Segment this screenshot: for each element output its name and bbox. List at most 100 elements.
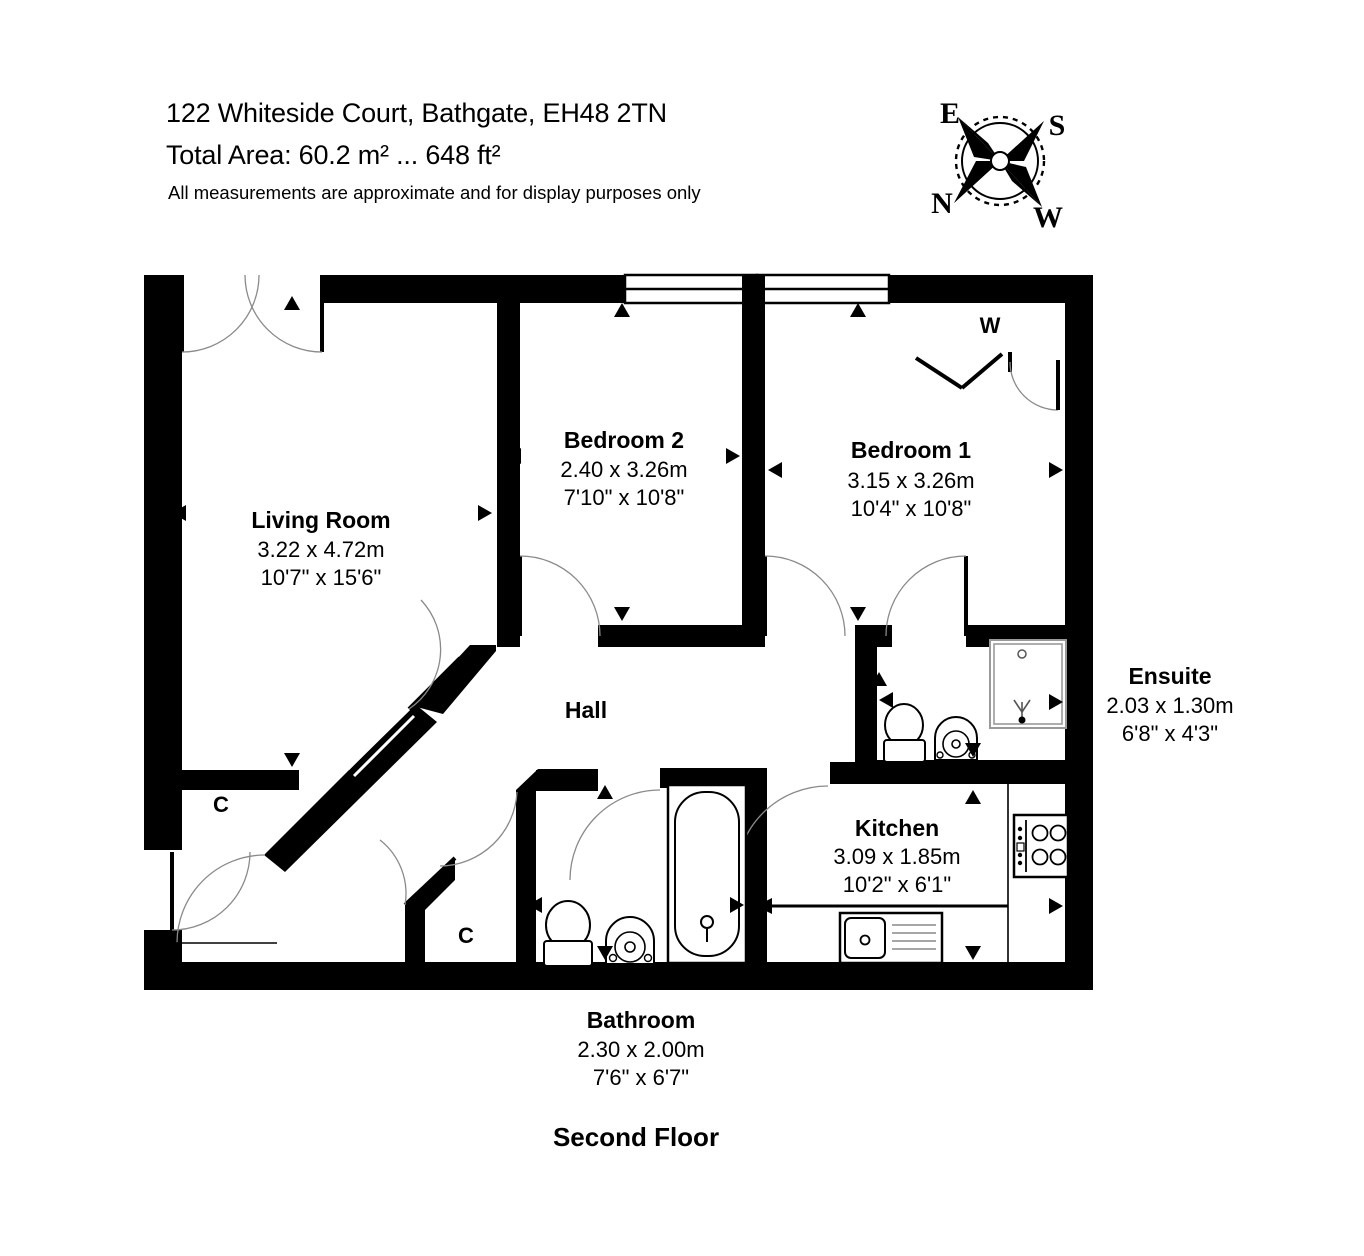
wall-cupboard-center-left	[405, 905, 425, 967]
label-ensuite-name: Ensuite	[1128, 663, 1211, 689]
fixture-bath	[666, 783, 748, 965]
label-wardrobe: W	[980, 313, 1001, 338]
arrow-bath-right	[730, 897, 744, 913]
arrow-bed2-right	[726, 448, 740, 464]
arrow-living-right	[478, 505, 492, 521]
floor-title: Second Floor	[553, 1122, 719, 1152]
wall-angled-hall-lower	[264, 704, 437, 872]
wall-bath-angled-top	[516, 769, 598, 791]
dimension-arrow-markers	[172, 296, 1063, 960]
label-cupboard-center: C	[458, 923, 474, 948]
fixture-shower	[989, 639, 1067, 729]
compass-label-s: S	[1049, 109, 1066, 142]
door-bedroom-1-entry	[1008, 352, 1060, 411]
label-kitchen-imperial: 10'2" x 6'1"	[843, 872, 951, 897]
label-bathroom-metric: 2.30 x 2.00m	[577, 1037, 704, 1062]
arrow-bath-left	[528, 897, 542, 913]
fixture-hob	[1012, 813, 1070, 879]
arrow-kitchen-right	[1049, 898, 1063, 914]
window-bedroom-1	[755, 273, 891, 305]
fixtures	[543, 639, 1070, 967]
total-area-text: Total Area: 60.2 m² ... 648 ft²	[166, 140, 501, 170]
label-living-room-name: Living Room	[251, 507, 390, 533]
arrow-bed1-bottom	[850, 607, 866, 621]
window-angled-living	[346, 707, 416, 778]
wall-bottom	[144, 962, 1093, 990]
door-wardrobe-bifold	[914, 352, 1004, 390]
arrow-bath-top	[597, 785, 613, 799]
label-cupboard-left: C	[213, 792, 229, 817]
door-bathroom	[569, 789, 661, 881]
arrow-bed1-top	[850, 303, 866, 317]
arrow-kitchen-top	[965, 790, 981, 804]
fixture-wc-ensuite	[883, 703, 926, 763]
compass-star-icon	[954, 117, 1044, 207]
label-bedroom-1-metric: 3.15 x 3.26m	[847, 468, 974, 493]
wall-cupboard-center-right	[516, 790, 536, 967]
arrow-bed2-left	[507, 448, 521, 464]
arrow-bed1-right	[1049, 462, 1063, 478]
arrow-living-left	[172, 505, 186, 521]
wall-angled-living-hall	[413, 645, 496, 714]
arrow-bed2-top	[614, 303, 630, 317]
label-bathroom-name: Bathroom	[587, 1007, 696, 1033]
door-ensuite	[885, 555, 968, 637]
wall-bathroom-top	[660, 768, 767, 788]
wall-bathroom-right	[745, 768, 767, 967]
wall-bed2-bed1	[742, 275, 765, 647]
fixture-basin-bathroom	[605, 916, 655, 965]
label-bathroom-imperial: 7'6" x 6'7"	[593, 1065, 689, 1090]
compass-dashed-ring	[954, 115, 1046, 207]
label-kitchen-metric: 3.09 x 1.85m	[833, 844, 960, 869]
door-living-room-hall	[407, 599, 462, 711]
label-bedroom-2-imperial: 7'10" x 10'8"	[564, 485, 685, 510]
compass-label-e: E	[940, 97, 960, 130]
compass-rose: E S N W	[920, 95, 1080, 235]
arrow-bed1-left	[768, 462, 782, 478]
door-entry	[170, 851, 251, 931]
wall-ensuite-left	[855, 625, 877, 780]
arrow-kitchen-width	[756, 898, 1008, 914]
label-bedroom-1-imperial: 10'4" x 10'8"	[851, 496, 972, 521]
arrow-ensuite-bottom	[965, 743, 981, 757]
wall-ensuite-right	[1065, 625, 1093, 785]
compass-ring	[961, 122, 1039, 200]
compass-label-n: N	[931, 187, 953, 220]
door-bedroom-2	[518, 555, 601, 637]
property-address: 122 Whiteside Court, Bathgate, EH48 2TN	[166, 98, 667, 128]
label-bedroom-2-name: Bedroom 2	[564, 427, 684, 453]
arrow-living-bottom	[284, 753, 300, 767]
wall-cupboard-left-top	[172, 770, 299, 790]
arrow-ensuite-left	[879, 692, 893, 708]
label-ensuite-metric: 2.03 x 1.30m	[1106, 693, 1233, 718]
arrow-ensuite-top	[871, 672, 887, 686]
measurement-disclaimer: All measurements are approximate and for…	[168, 182, 701, 203]
label-bedroom-2-metric: 2.40 x 3.26m	[560, 457, 687, 482]
label-ensuite-imperial: 6'8" x 4'3"	[1122, 721, 1218, 746]
door-living-room-patio	[180, 274, 324, 353]
label-bedroom-1-name: Bedroom 1	[851, 437, 971, 463]
wall-kitchen-top	[830, 762, 1008, 784]
door-cupboard-left	[146, 854, 277, 944]
walls	[144, 273, 1093, 990]
label-living-room-imperial: 10'7" x 15'6"	[261, 565, 382, 590]
arrow-bath-bottom	[597, 946, 613, 960]
fixture-basin-ensuite	[934, 716, 978, 761]
arrow-kitchen-bottom	[965, 946, 981, 960]
arrow-bed2-bottom	[614, 607, 630, 621]
plan-header: 122 Whiteside Court, Bathgate, EH48 2TN …	[166, 92, 926, 210]
fixture-sink	[838, 911, 944, 965]
door-bedroom-1	[763, 555, 846, 637]
compass-label-w: W	[1033, 201, 1063, 234]
wall-bed2-bottom	[598, 625, 765, 647]
window-bedroom-2	[623, 273, 759, 305]
wall-left-upper	[144, 275, 182, 778]
door-cupboard-center	[379, 791, 518, 907]
label-kitchen-name: Kitchen	[855, 815, 939, 841]
room-labels: Living Room 3.22 x 4.72m 10'7" x 15'6" B…	[213, 313, 1234, 1090]
label-living-room-metric: 3.22 x 4.72m	[257, 537, 384, 562]
label-hall-name: Hall	[565, 697, 607, 723]
arrow-living-top	[284, 296, 300, 310]
fixture-wc-bathroom	[543, 900, 593, 967]
